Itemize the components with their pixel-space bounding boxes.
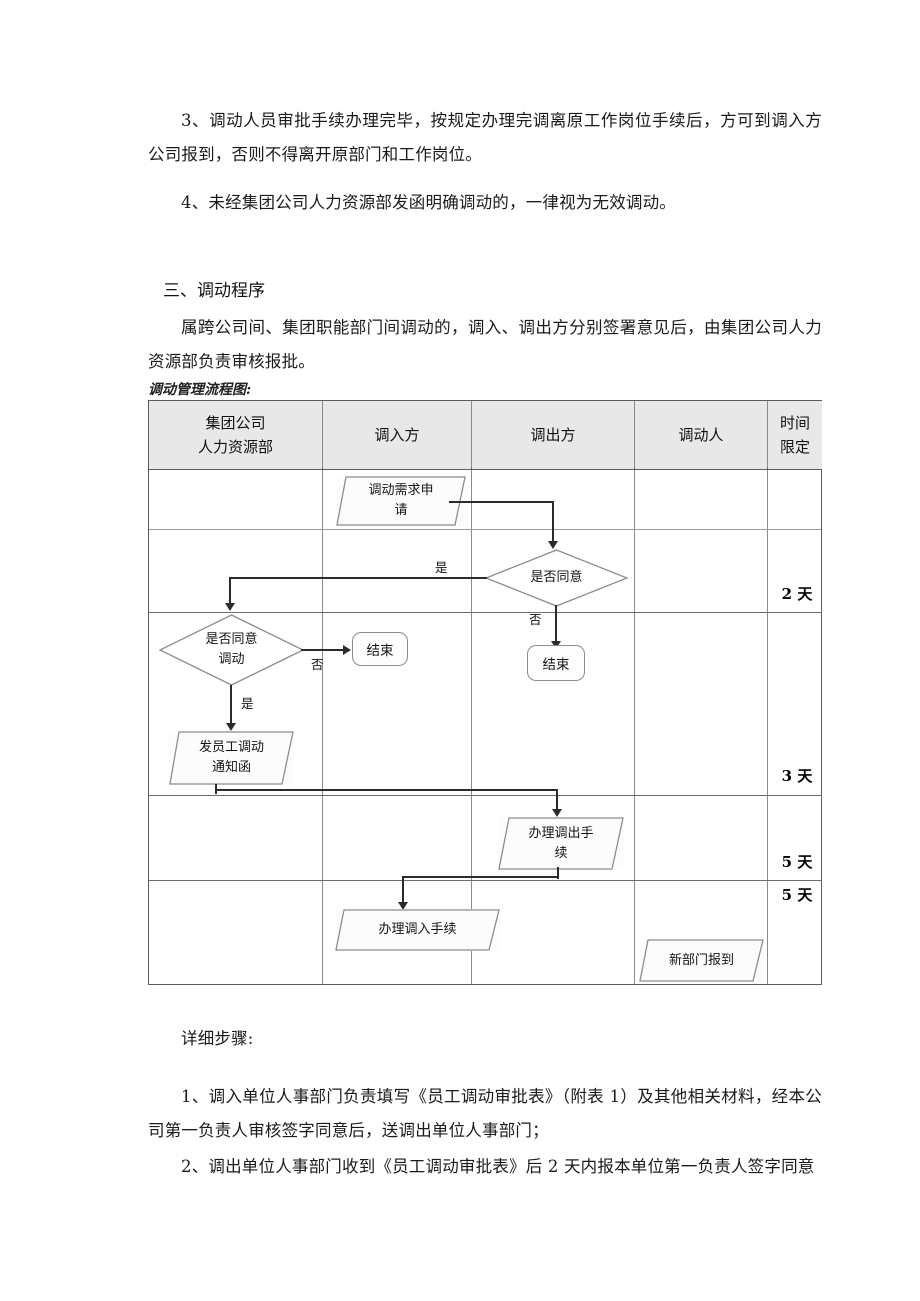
trapezoid-shape xyxy=(498,817,624,870)
edge-label-no-to-end-out: 否 xyxy=(529,612,542,627)
node-issue-transfer-notice-label: 发员工调动 通知函 xyxy=(198,740,264,775)
section-paragraph: 属跨公司间、集团职能部门间调动的，调入、调出方分别签署意见后，由集团公司人力资源… xyxy=(148,318,822,371)
column-header-hr-line1: 集团公司 xyxy=(205,414,266,432)
section-heading: 三、调动程序 xyxy=(163,281,265,301)
time-limit-row-3: 3 天 xyxy=(781,767,813,785)
connector-no-to-end-hr xyxy=(301,649,345,651)
transfer-flowchart-table: 集团公司 人力资源部 调入方 调出方 调动人 时间 限定 2 天 3 天 5 天… xyxy=(148,400,822,985)
column-header-hr-line2: 人力资源部 xyxy=(197,438,273,456)
time-limit-row-4: 5 天 xyxy=(781,853,813,871)
time-limit-row-5: 5 天 xyxy=(781,886,813,904)
trapezoid-shape xyxy=(169,731,294,785)
connector-transfer-out-to-in-v xyxy=(402,876,404,906)
trapezoid-shape xyxy=(639,939,764,982)
arrowhead-to-end-hr xyxy=(343,645,351,655)
paragraph-3: 3、调动人员审批手续办理完毕，按规定办理完调离原工作岗位手续后，方可到调入方公司… xyxy=(148,111,822,164)
arrowhead-to-agree-hr xyxy=(225,603,235,611)
column-divider-2 xyxy=(471,401,472,984)
node-agree-transfer-hr: 是否同意 调动 xyxy=(159,614,304,686)
connector-request-to-agree-out-h xyxy=(449,501,553,503)
step-1-paragraph: 1、调入单位人事部门负责填写《员工调动审批表》（附表 1）及其他相关材料，经本公… xyxy=(148,1087,822,1140)
column-header-hr: 集团公司 人力资源部 xyxy=(149,401,322,469)
trapezoid-shape xyxy=(336,476,466,526)
arrowhead-to-transfer-in xyxy=(398,902,408,910)
trapezoid-shape xyxy=(335,909,500,951)
node-issue-transfer-notice: 发员工调动 通知函 xyxy=(169,731,294,785)
connector-transfer-out-to-in-h xyxy=(402,876,559,878)
node-agree-transfer-out-label: 是否同意 xyxy=(530,570,583,585)
node-process-transfer-out: 办理调出手 续 xyxy=(498,817,624,870)
node-process-transfer-out-label: 办理调出手 续 xyxy=(528,825,594,861)
arrowhead-to-notice xyxy=(226,723,236,731)
edge-label-no-to-end-hr: 否 xyxy=(311,657,324,672)
column-header-transfer-in: 调入方 xyxy=(323,401,471,469)
node-process-transfer-in: 办理调入手续 xyxy=(335,909,500,951)
arrowhead-to-transfer-out xyxy=(552,809,562,817)
node-end-hr: 结束 xyxy=(352,632,408,666)
row-divider-3 xyxy=(149,795,821,796)
row-divider-2 xyxy=(149,612,821,613)
figure-caption: 调动管理流程图: xyxy=(148,382,252,398)
node-end-transfer-out: 结束 xyxy=(527,645,585,681)
column-divider-1 xyxy=(322,401,323,984)
node-process-transfer-in-label: 办理调入手续 xyxy=(378,922,457,937)
paragraph-4: 4、未经集团公司人力资源部发函明确调动的，一律视为无效调动。 xyxy=(181,193,676,212)
connector-yes-to-hr-h xyxy=(229,577,487,579)
node-report-new-department-label: 新部门报到 xyxy=(668,952,734,968)
connector-request-to-agree-out-v xyxy=(552,501,554,543)
node-report-new-department: 新部门报到 xyxy=(639,939,764,982)
arrowhead-to-agree-out xyxy=(548,541,558,549)
node-transfer-request: 调动需求申 请 xyxy=(336,476,466,526)
column-header-time-limit: 时间 限定 xyxy=(768,401,822,469)
column-header-time-line2: 限定 xyxy=(779,438,810,456)
row-divider-1 xyxy=(149,529,821,530)
row-divider-4 xyxy=(149,880,821,881)
connector-notice-to-transfer-out-h xyxy=(215,789,558,791)
connector-transfer-out-down xyxy=(557,867,559,879)
edge-label-yes-to-notice: 是 xyxy=(241,696,254,711)
node-agree-transfer-hr-label: 是否同意 调动 xyxy=(205,632,258,667)
node-transfer-request-label: 调动需求申 请 xyxy=(368,483,434,518)
column-header-transfer-out: 调出方 xyxy=(472,401,634,469)
node-agree-transfer-out: 是否同意 xyxy=(485,549,628,607)
column-divider-4 xyxy=(767,401,768,984)
connector-no-to-end-out xyxy=(555,605,557,647)
column-header-time-line1: 时间 xyxy=(779,414,810,432)
time-limit-row-2: 2 天 xyxy=(781,585,813,603)
column-header-transferee: 调动人 xyxy=(635,401,767,469)
edge-label-yes-to-hr: 是 xyxy=(435,560,448,575)
connector-notice-to-transfer-out-v xyxy=(556,789,558,813)
column-divider-3 xyxy=(634,401,635,984)
step-2-paragraph: 2、调出单位人事部门收到《员工调动审批表》后 2 天内报本单位第一负责人签字同意 xyxy=(181,1157,815,1176)
connector-yes-to-notice xyxy=(230,685,232,729)
connector-yes-to-hr-v xyxy=(229,577,231,605)
detailed-steps-heading: 详细步骤: xyxy=(181,1029,254,1048)
